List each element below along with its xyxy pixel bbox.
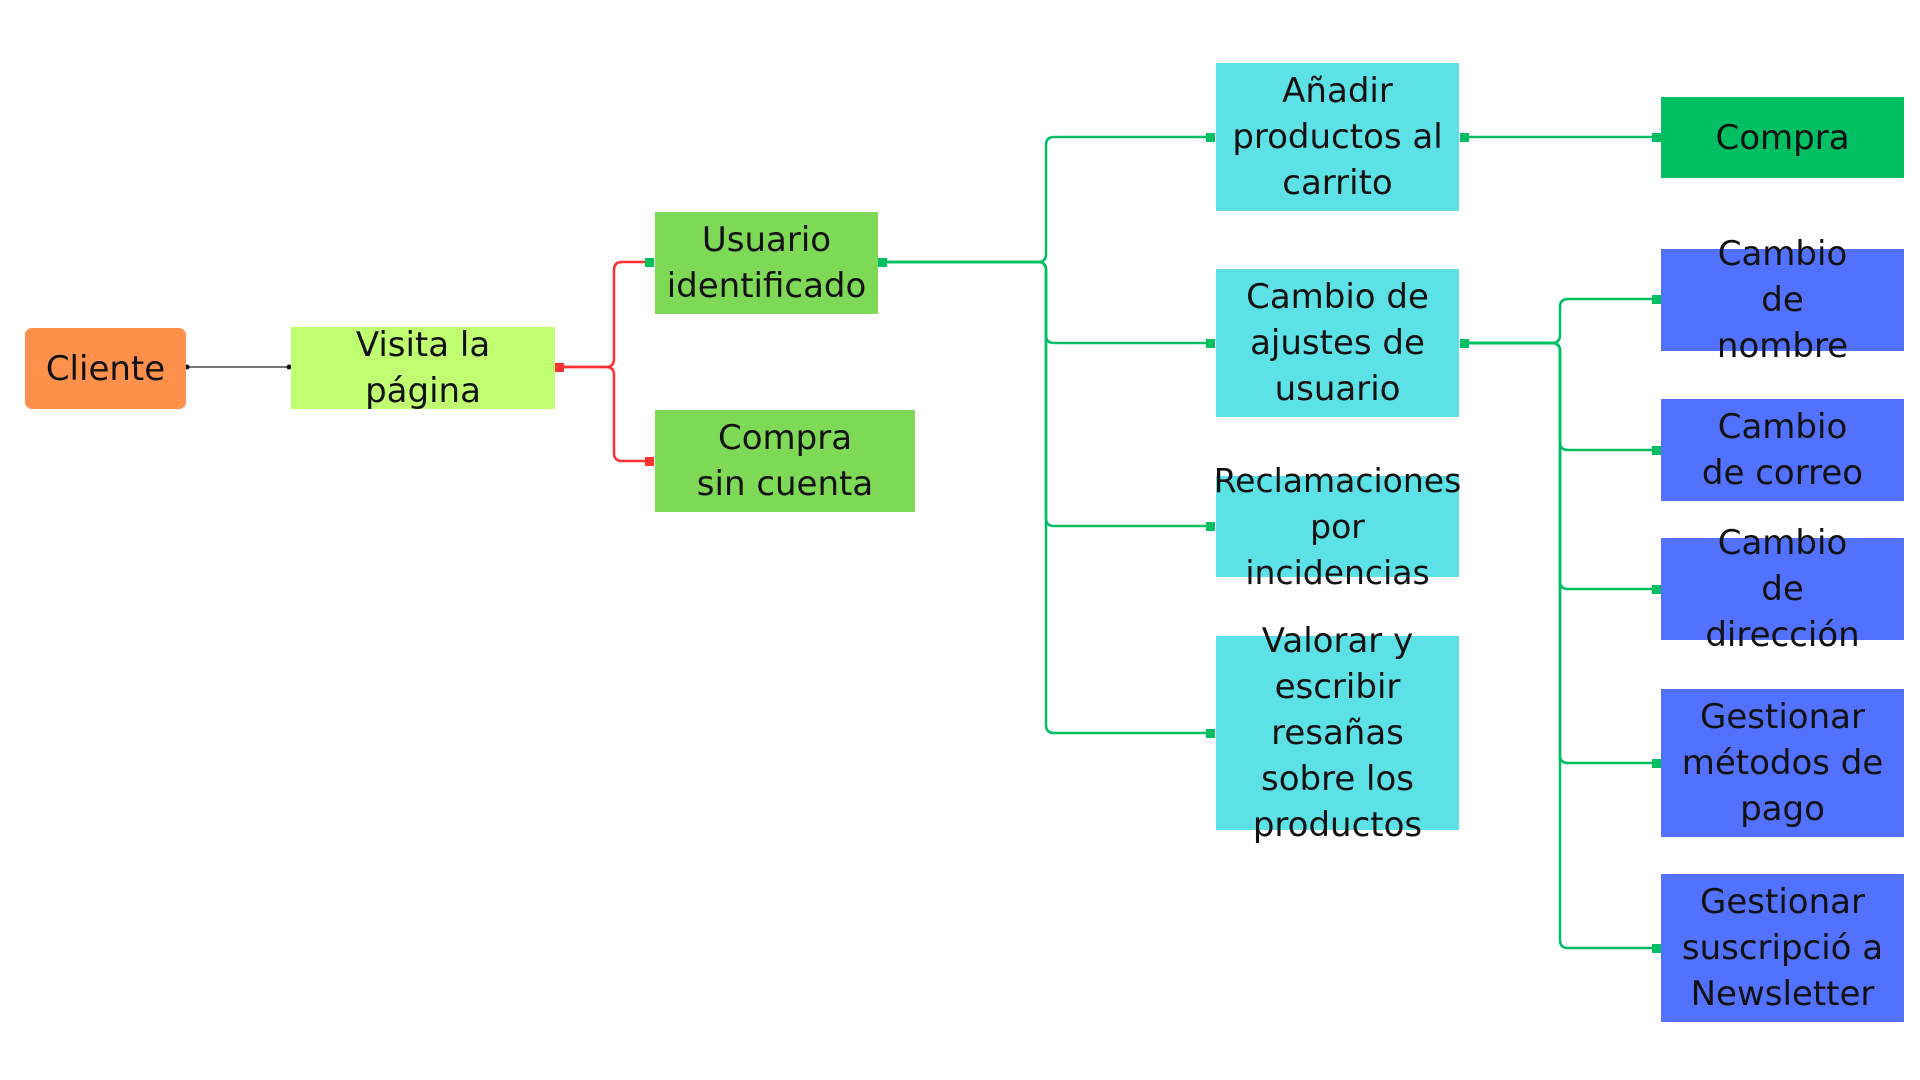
- connector-usuario-valorar: [880, 260, 1211, 735]
- node-cambio-ajustes-usuario[interactable]: Cambio de ajustes de usuario: [1216, 269, 1459, 417]
- node-cliente-label: Cliente: [45, 348, 166, 389]
- connector-visita-usuario: [559, 260, 651, 369]
- node-reclamaciones-label: Reclamaciones por incidencias: [1213, 460, 1462, 592]
- connector-end-dot: [286, 364, 292, 370]
- handle-visita-out: [555, 363, 564, 372]
- node-valorar-resenas[interactable]: Valorar y escribir resañas sobre los pro…: [1216, 621, 1459, 845]
- node-usuario-identificado[interactable]: Usuario identificado: [655, 212, 878, 314]
- handle-compra-sin-cuenta-in: [645, 457, 654, 466]
- node-direccion-label: Cambio de dirección: [1705, 523, 1860, 655]
- handle-compra-in: [1652, 133, 1661, 142]
- connector-usuario-anadir: [880, 135, 1211, 264]
- handle-usuario-out: [878, 258, 887, 267]
- handle-ajustes-out: [1460, 339, 1469, 348]
- node-correo-label: Cambio de correo: [1701, 407, 1864, 493]
- node-gestionar-metodos-pago[interactable]: Gestionar métodos de pago: [1661, 689, 1904, 837]
- connector-ajustes-newsletter: [1462, 341, 1656, 950]
- handle-direccion-in: [1652, 585, 1661, 594]
- node-reclamaciones[interactable]: Reclamaciones por incidencias: [1214, 461, 1462, 592]
- node-compra-sin-cuenta[interactable]: Compra sin cuenta: [655, 410, 915, 512]
- handle-correo-in: [1652, 446, 1661, 455]
- node-valorar-label: Valorar y escribir resañas sobre los pro…: [1252, 621, 1423, 845]
- node-gestionar-newsletter[interactable]: Gestionar suscripció a Newsletter: [1661, 874, 1904, 1022]
- node-visita-la-pagina[interactable]: Visita la página: [291, 325, 555, 411]
- node-pago-label: Gestionar métodos de pago: [1681, 697, 1884, 829]
- node-anadir-label: Añadir productos al carrito: [1232, 71, 1443, 203]
- node-ajustes-label: Cambio de ajustes de usuario: [1246, 277, 1429, 409]
- handle-ajustes-in: [1206, 339, 1215, 348]
- node-nombre-label: Cambio de nombre: [1716, 234, 1849, 366]
- handle-nombre-in: [1652, 295, 1661, 304]
- handle-usuario-in: [645, 258, 654, 267]
- handle-valorar-in: [1206, 729, 1215, 738]
- node-cambio-correo[interactable]: Cambio de correo: [1661, 399, 1904, 501]
- handle-pago-in: [1652, 759, 1661, 768]
- node-compra-sin-cuenta-label: Compra sin cuenta: [696, 418, 874, 504]
- handle-newsletter-in: [1652, 944, 1661, 953]
- handle-reclamaciones-in: [1206, 522, 1215, 531]
- node-newsletter-label: Gestionar suscripció a Newsletter: [1681, 882, 1884, 1014]
- connector-ajustes-nombre: [1462, 297, 1656, 345]
- handle-anadir-out: [1460, 133, 1469, 142]
- node-usuario-label: Usuario identificado: [666, 220, 867, 306]
- connector-visita-compra-sin-cuenta: [559, 365, 651, 463]
- node-cliente[interactable]: Cliente: [25, 328, 186, 409]
- node-compra-label: Compra: [1715, 117, 1850, 158]
- node-visita-label: Visita la página: [355, 325, 491, 411]
- node-cambio-direccion[interactable]: Cambio de dirección: [1661, 523, 1904, 655]
- node-anadir-productos[interactable]: Añadir productos al carrito: [1216, 63, 1459, 211]
- node-cambio-nombre[interactable]: Cambio de nombre: [1661, 234, 1904, 366]
- handle-anadir-in: [1206, 133, 1215, 142]
- node-compra[interactable]: Compra: [1661, 97, 1904, 178]
